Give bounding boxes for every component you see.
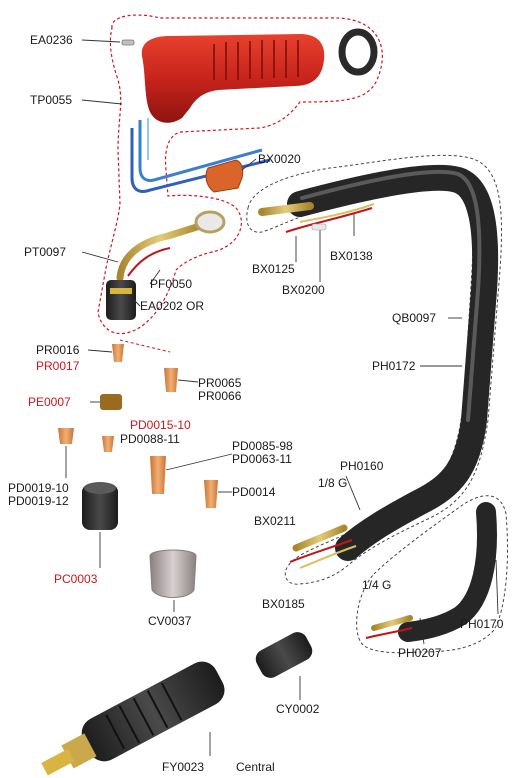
label-ea0202: EA0202 OR <box>140 299 205 313</box>
label-pd0019-10: PD0019-10 <box>8 481 69 495</box>
label-pr0017: PR0017 <box>36 359 80 373</box>
bottom-lead-yellow <box>299 545 357 569</box>
top-lead-red <box>285 207 373 233</box>
label-bx0138: BX0138 <box>330 249 373 263</box>
qb0097-cable-highlight <box>300 169 482 422</box>
label-tp0055: TP0055 <box>30 93 73 107</box>
cy0002-part <box>255 632 313 678</box>
label-pd0088: PD0088-11 <box>120 432 180 446</box>
tp0055-tube-b <box>130 128 271 193</box>
label-ea0236: EA0236 <box>30 33 73 47</box>
consumables-link-outline <box>119 339 171 353</box>
pd0085-part <box>150 456 166 494</box>
ph0170-cable <box>398 502 497 642</box>
label-pr0016: PR0016 <box>36 343 80 357</box>
torch-handle-shape <box>141 34 325 123</box>
pc0003-part <box>82 484 118 530</box>
cv0037-part <box>149 549 197 598</box>
label-ph0160: PH0160 <box>340 459 384 473</box>
tp0055-tube-a <box>138 120 263 182</box>
label-ph0207: PH0207 <box>398 646 442 660</box>
ph0170-lead-red <box>365 627 413 639</box>
label-bx0125: BX0125 <box>252 262 295 276</box>
label-pc0003: PC0003 <box>54 572 98 586</box>
label-1-4-g: 1/4 G <box>362 578 392 592</box>
label-pf0050: PF0050 <box>150 277 193 291</box>
label-pd0019: PD0019-10 PD0019-12 <box>8 482 69 508</box>
top-lead-brass <box>258 202 314 216</box>
label-pr0065: PR0065 <box>198 376 242 390</box>
ea0202-body <box>106 280 136 320</box>
label-pr0065-pr0066: PR0065 PR0066 <box>198 377 241 403</box>
secondary-cable-outline <box>356 495 508 654</box>
bx0020-part <box>205 159 244 193</box>
label-pd0015: PD0015-10 <box>130 418 191 432</box>
top-lead-yellow <box>299 203 375 223</box>
pd0014-part <box>204 480 218 508</box>
ph0170-lead-brass <box>371 615 413 631</box>
pt0097-nut <box>194 210 226 234</box>
pc0003-top <box>84 482 116 494</box>
pe0007-part <box>100 394 122 410</box>
ea0202-collar <box>110 288 132 294</box>
bx0200-part <box>311 223 327 231</box>
bottom-lead-red <box>289 539 353 563</box>
label-ph0170: PH0170 <box>460 617 504 631</box>
pd0019-part <box>58 428 74 444</box>
label-bx0200: BX0200 <box>282 283 325 297</box>
label-bx0211: BX0211 <box>254 514 296 528</box>
label-pd0019-12: PD0019-12 <box>8 494 69 508</box>
label-pd0085-pd0063: PD0085-98 PD0063-11 <box>232 440 293 466</box>
label-qb0097: QB0097 <box>392 311 437 325</box>
label-bx0185: BX0185 <box>262 597 305 611</box>
label-pt0097: PT0097 <box>24 245 67 259</box>
label-bx0020: BX0020 <box>258 152 301 166</box>
ea0236-screw <box>121 39 135 46</box>
handle-grip-ribs <box>213 40 299 80</box>
label-fy0023: FY0023 <box>162 760 205 774</box>
label-pd0085: PD0085-98 <box>232 439 293 453</box>
pt0097-arm <box>116 222 204 282</box>
label-central: Central <box>236 760 275 774</box>
pf0050-wire <box>127 247 171 277</box>
label-pr0066: PR0066 <box>198 389 242 403</box>
torch-group-outline <box>97 14 383 335</box>
handle-ring <box>338 28 378 76</box>
label-pd0063: PD0063-11 <box>232 452 292 466</box>
pd0015-part <box>102 436 114 452</box>
qb0097-cable <box>287 164 499 561</box>
fy0023-connector <box>41 661 225 776</box>
label-1-8-g: 1/8 G <box>318 476 348 490</box>
label-pe0007: PE0007 <box>28 395 71 409</box>
label-pd0014: PD0014 <box>232 485 276 499</box>
label-ph0172: PH0172 <box>372 359 416 373</box>
label-cv0037: CV0037 <box>148 614 192 628</box>
label-cy0002: CY0002 <box>276 702 320 716</box>
pr0065-part <box>164 368 178 392</box>
bottom-lead-brass <box>292 524 348 552</box>
pr0016-part <box>112 344 124 362</box>
